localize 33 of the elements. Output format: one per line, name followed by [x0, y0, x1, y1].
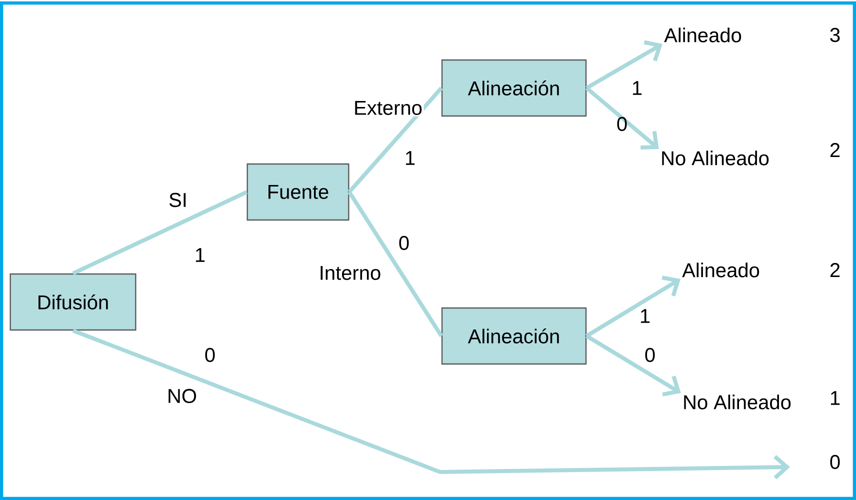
branch-value: 1: [830, 391, 840, 405]
edge-label: Externo: [352, 100, 424, 116]
decision-box: Fuente: [246, 163, 350, 221]
branch-value: 0: [205, 348, 215, 362]
branch-value: 1: [406, 151, 415, 165]
branch-value: 1: [196, 248, 205, 262]
decision-box: Alineación: [441, 59, 587, 117]
arrow: [586, 276, 680, 338]
branch-value: 0: [399, 236, 409, 250]
branch-value: 1: [640, 309, 650, 323]
connector-line: [348, 190, 444, 338]
branch-value: 3: [830, 28, 840, 42]
outcome-label: Alineado: [682, 262, 760, 278]
branch-value: 0: [830, 454, 840, 470]
branch-value: 2: [830, 143, 840, 157]
decision-box: Alineación: [441, 307, 587, 365]
connector-line: [72, 190, 248, 276]
branch-value: 0: [617, 116, 627, 132]
arrow: [586, 40, 662, 90]
outcome-label: No Alineado: [684, 394, 791, 410]
connector-line: [348, 86, 443, 194]
edge-label: SI: [167, 192, 189, 208]
edge-label: Interno: [318, 264, 382, 282]
arrow: [586, 334, 681, 396]
edge-label: NO: [166, 388, 198, 404]
branch-value: 2: [830, 263, 840, 277]
outcome-label: No Alineado: [662, 150, 769, 166]
decision-box: Difusión: [10, 273, 136, 331]
branch-value: 0: [645, 348, 655, 362]
branch-value: 1: [632, 81, 642, 95]
arrow: [72, 328, 790, 480]
arrow: [585, 86, 659, 150]
outcome-label: Alineado: [664, 28, 742, 42]
